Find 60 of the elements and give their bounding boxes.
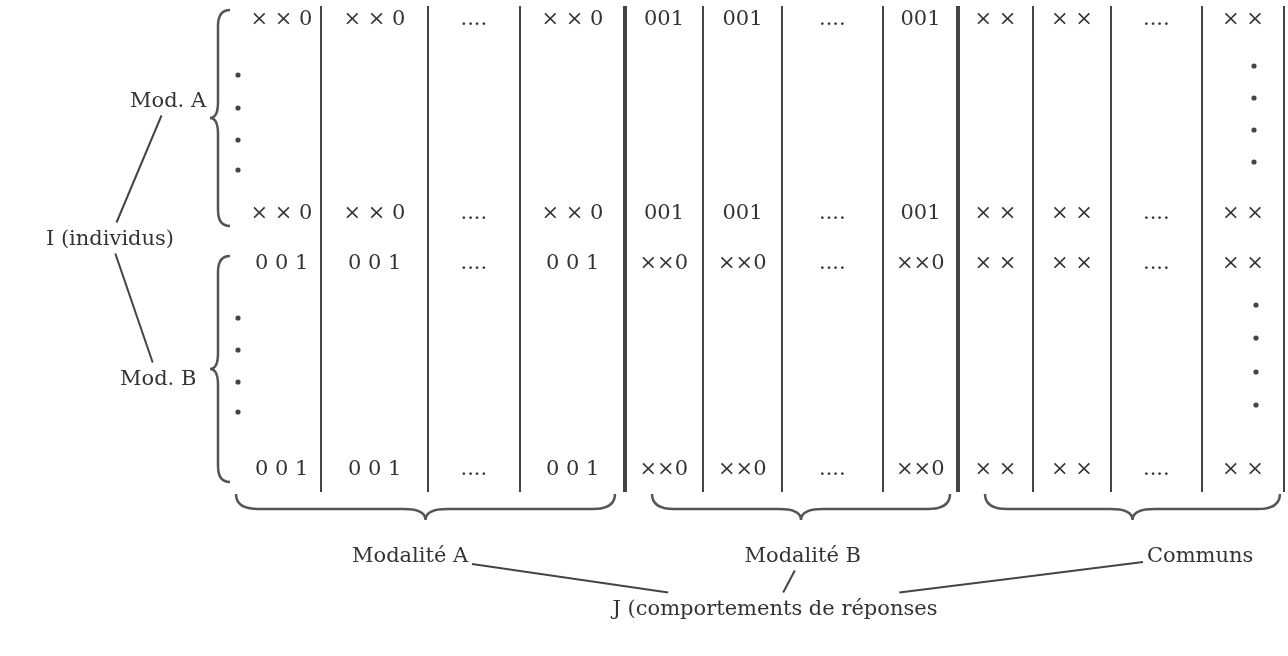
node-label: Mod. B [120,364,197,392]
matrix-entry: × × 0 [541,5,604,31]
matrix-entry: .... [1143,455,1170,481]
matrix-entry: × × 0 [250,5,313,31]
matrix-entry: ××0 [896,249,945,275]
matrix-entry: .... [1143,249,1170,275]
node-label: J (comportements de réponses [612,594,938,622]
node-label: Mod. A [130,86,207,114]
matrix-entry: × × 0 [541,199,604,225]
matrix-entry: × × [1222,199,1264,225]
matrix-entry: .... [819,249,846,275]
node-label: Modalité B [744,541,861,569]
matrix-entry: .... [460,249,488,275]
matrix-entry: .... [819,5,846,31]
matrix-entry: .... [460,5,488,31]
matrix-entry: .... [460,199,488,225]
matrix-entry: × × [1222,249,1264,275]
matrix-entry: 0 0 1 [546,249,600,275]
connector-line [471,563,670,594]
matrix-entry: .... [460,455,488,481]
matrix-entry: 001 [900,5,941,31]
matrix-entry: .... [819,455,846,481]
matrix-entry: .... [1143,199,1170,225]
matrix-entry: × × 0 [343,5,406,31]
matrix-entry: 0 0 1 [546,455,600,481]
matrix-entry: ××0 [718,249,767,275]
matrix-entry: 001 [722,5,763,31]
node-label: I (individus) [40,224,180,252]
connector-line [898,561,1144,594]
matrix-entry: × × [1222,455,1264,481]
matrix-entry: × × 0 [343,199,406,225]
matrix-entry: .... [1143,5,1170,31]
matrix-entry: × × [1051,249,1093,275]
matrix-entry: × × 0 [250,199,313,225]
matrix-entry: 0 0 1 [255,455,309,481]
node-label: Communs [1147,541,1254,569]
matrix-entry: ××0 [639,455,689,481]
matrix-entry: × × [1222,5,1264,31]
matrix-entry: × × [974,199,1017,225]
matrix-entry: 001 [900,199,941,225]
matrix-entry: × × [974,249,1017,275]
matrix-entry: ××0 [639,249,689,275]
connector-line [115,114,163,224]
matrix-entry: 0 0 1 [255,249,309,275]
matrix-entry: 001 [722,199,763,225]
matrix-entry: × × [974,5,1017,31]
matrix-entry: .... [819,199,846,225]
matrix-entry: 001 [644,5,685,31]
matrix-entry: 001 [644,199,685,225]
matrix-entry: ××0 [718,455,767,481]
matrix-entry: × × [974,455,1017,481]
connector-line [782,569,796,594]
matrix-entry: × × [1051,199,1093,225]
matrix-entry: 0 0 1 [348,455,402,481]
connector-line [114,252,154,364]
matrix-entry: × × [1051,455,1093,481]
matrix-entry: 0 0 1 [348,249,402,275]
matrix-entry: ××0 [896,455,945,481]
node-label: Modalité A [352,541,469,569]
matrix-entry: × × [1051,5,1093,31]
